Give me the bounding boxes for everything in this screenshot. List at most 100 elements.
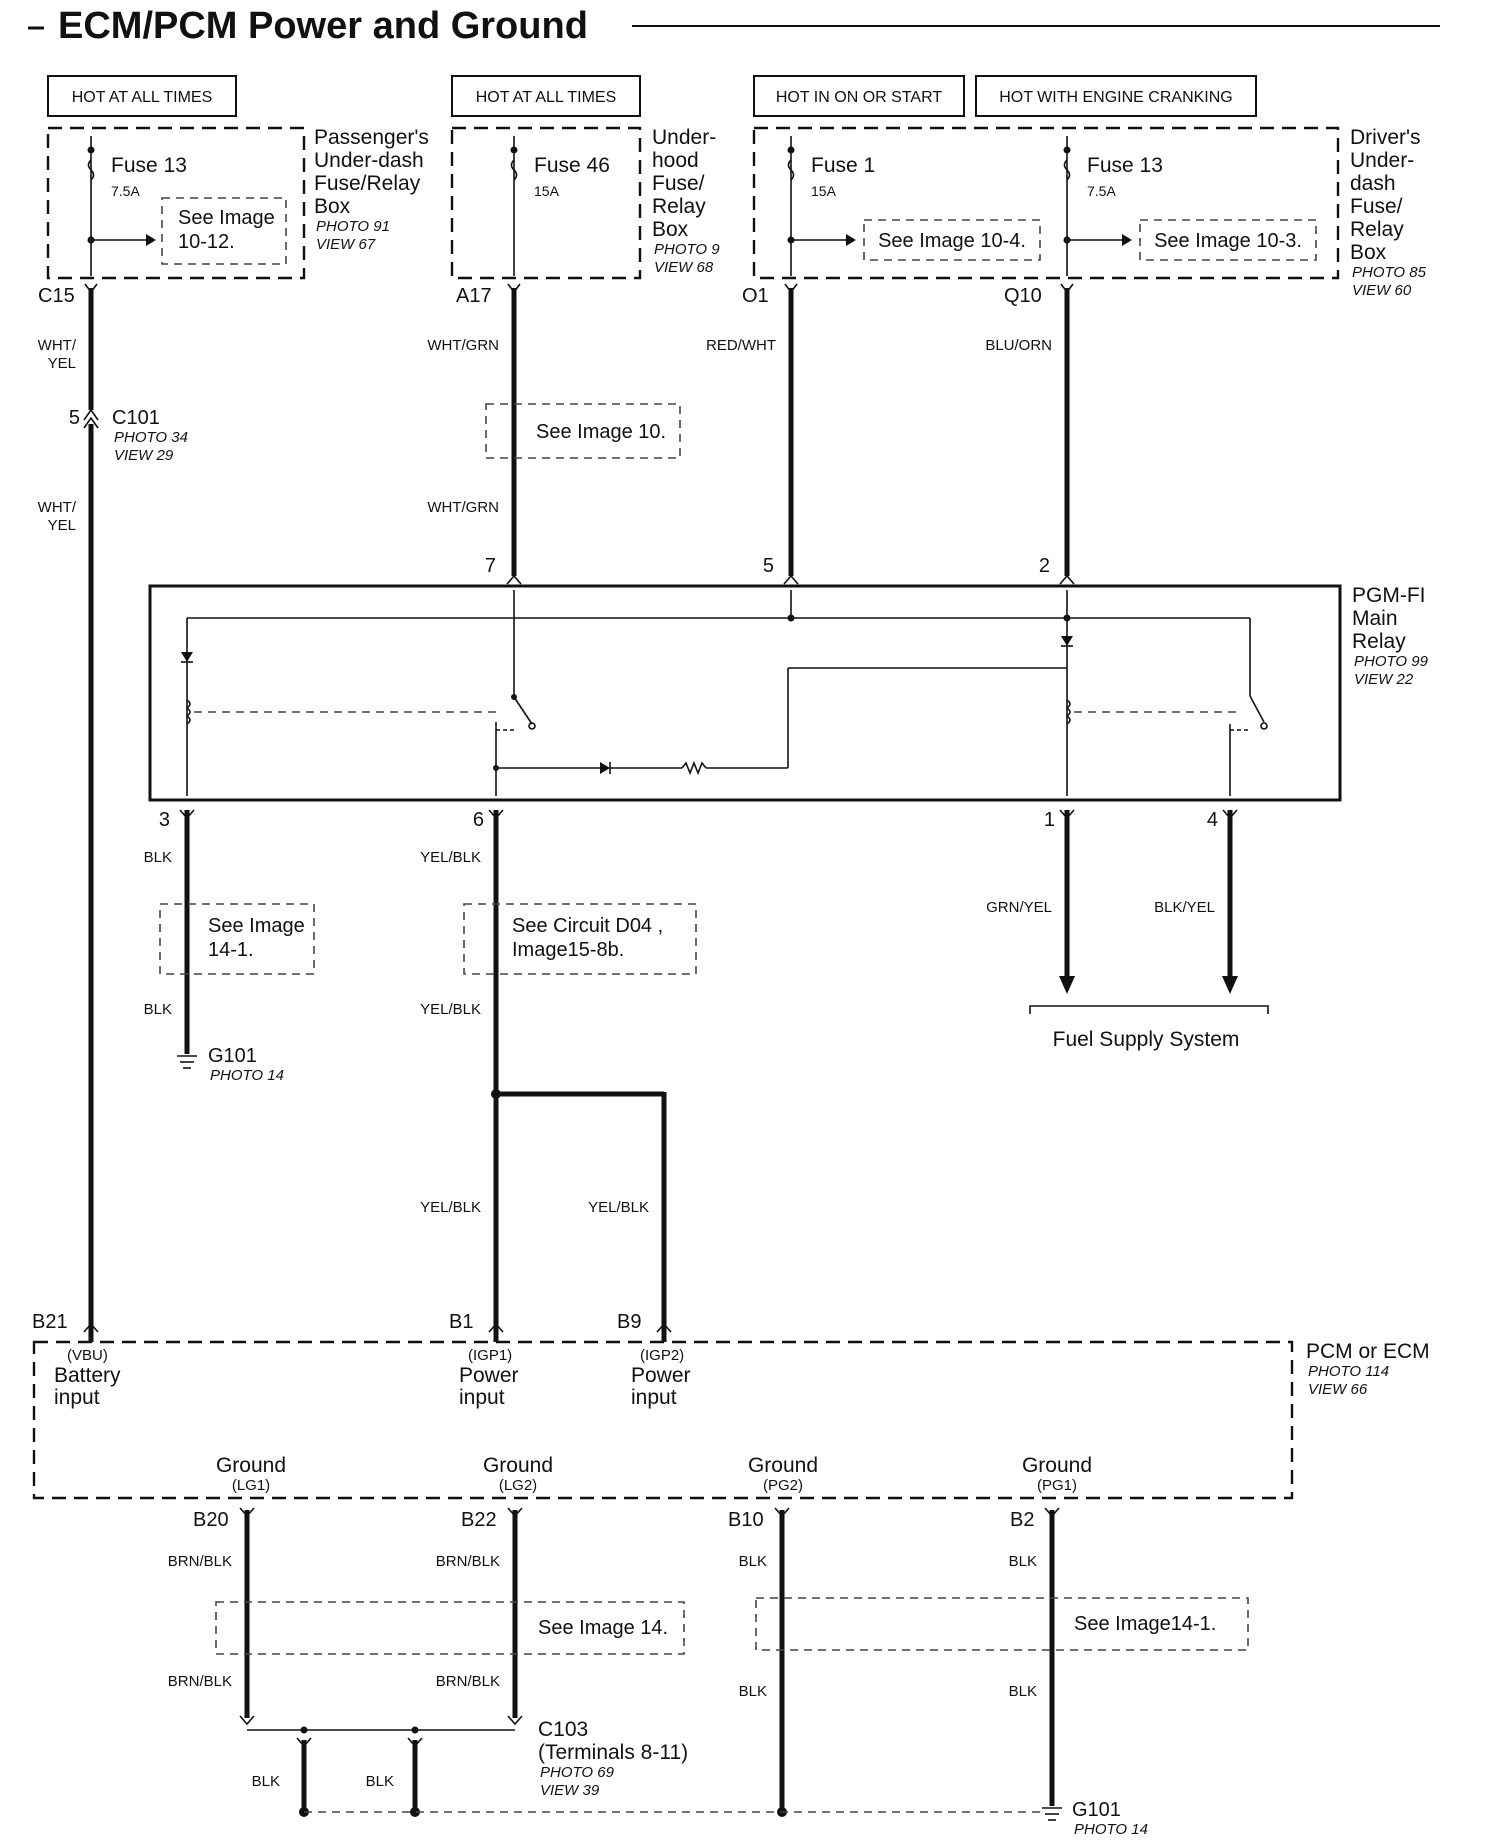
- pcm-igp2-code: (IGP2): [640, 1347, 684, 1364]
- hot-label-box-2: [451, 75, 641, 117]
- pcm-igp2-label-2: input: [631, 1386, 677, 1409]
- wire-label-b9: YEL/BLK: [588, 1199, 649, 1216]
- g101-upper-photo: PHOTO 14: [210, 1067, 284, 1084]
- see-image-10: See Image 10.: [536, 421, 666, 443]
- lower-ground-wires: [239, 1507, 1062, 1821]
- passenger-fuse-amp: 7.5A: [111, 183, 140, 199]
- relay-pin-5: 5: [763, 555, 774, 577]
- hot-label-4: HOT WITH ENGINE CRANKING: [999, 89, 1233, 106]
- hot-label-3: HOT IN ON OR START: [776, 89, 942, 106]
- pcm-pg1-code: (PG1): [1037, 1477, 1077, 1494]
- pcm-terminal-b20: B20: [193, 1509, 229, 1531]
- see-image-14-1-upper-line1: See Image: [208, 915, 305, 937]
- see-image-10-box: [485, 403, 681, 459]
- passenger-box-name-2: Under-dash: [314, 149, 424, 172]
- wire-label-pin6-b: YEL/BLK: [420, 1001, 481, 1018]
- passenger-box-name-1: Passenger's: [314, 126, 429, 149]
- hot-label-1: HOT AT ALL TIMES: [72, 89, 213, 106]
- driver-fuse-box: [752, 126, 1340, 280]
- underhood-box-name-3: Fuse/: [652, 172, 705, 195]
- passenger-see-image-2: 10-12.: [178, 231, 235, 253]
- pcm-vbu-code: (VBU): [67, 1347, 108, 1364]
- wire-label-c15-a-1: WHT/: [38, 337, 77, 354]
- driver-fuse-1-name: Fuse 1: [811, 154, 875, 177]
- see-circuit-d04-box: [463, 903, 697, 975]
- terminal-a17: A17: [456, 285, 492, 307]
- passenger-fuse-box: [46, 126, 306, 280]
- c103-name: C103: [538, 1718, 588, 1741]
- wire-label-b10-a: BLK: [739, 1553, 767, 1570]
- upper-wires: [83, 283, 1075, 1316]
- passenger-box-photo: PHOTO 91: [316, 218, 390, 235]
- wire-label-b2-a: BLK: [1009, 1553, 1037, 1570]
- pcm-igp1-code: (IGP1): [468, 1347, 512, 1364]
- relay-view: VIEW 22: [1354, 671, 1414, 688]
- pcm-terminal-b21: B21: [32, 1311, 68, 1333]
- pcm-ecm-box: [32, 1316, 1294, 1500]
- driver-box-name-6: Box: [1350, 241, 1387, 264]
- pcm-pg2-code: (PG2): [763, 1477, 803, 1494]
- relay-pin-2: 2: [1039, 555, 1050, 577]
- terminal-o1: O1: [742, 285, 769, 307]
- wire-label-a17-b: WHT/GRN: [427, 499, 499, 516]
- pcm-terminal-b1: B1: [449, 1311, 473, 1333]
- pcm-lg2-label: Ground: [483, 1454, 553, 1477]
- wire-label-pin3-b: BLK: [144, 1001, 172, 1018]
- pcm-name: PCM or ECM: [1306, 1340, 1430, 1363]
- underhood-fuse-name: Fuse 46: [534, 154, 610, 177]
- passenger-box-name-4: Box: [314, 195, 351, 218]
- page-title: ECM/PCM Power and Ground: [58, 5, 588, 47]
- passenger-fuse-name: Fuse 13: [111, 154, 187, 177]
- see-image-14-1-lower: See Image14-1.: [1074, 1613, 1216, 1635]
- c103-photo: PHOTO 69: [540, 1764, 615, 1781]
- wire-label-b20-b: BRN/BLK: [168, 1673, 232, 1690]
- middle-wires: [177, 809, 1269, 1316]
- pcm-pg1-label: Ground: [1022, 1454, 1092, 1477]
- hot-label-box-3: [753, 75, 965, 117]
- see-image-14-box: [215, 1601, 685, 1655]
- relay-name-3: Relay: [1352, 630, 1406, 653]
- terminal-c15: C15: [38, 285, 75, 307]
- g101-lower-name: G101: [1072, 1799, 1121, 1821]
- wire-label-pin1: GRN/YEL: [986, 899, 1052, 916]
- wire-label-pin3-a: BLK: [144, 849, 172, 866]
- wire-label-c15-a-2: YEL: [48, 355, 76, 372]
- relay-pin-6: 6: [473, 809, 484, 831]
- pgm-fi-main-relay: [148, 584, 1342, 802]
- see-image-14-1-lower-box: [755, 1597, 1249, 1651]
- pcm-terminal-b9: B9: [617, 1311, 641, 1333]
- wire-label-b22-b: BRN/BLK: [436, 1673, 500, 1690]
- relay-name-2: Main: [1352, 607, 1398, 630]
- driver-box-view: VIEW 60: [1352, 282, 1412, 299]
- c103-view: VIEW 39: [540, 1782, 600, 1799]
- wire-label-o1: RED/WHT: [706, 337, 776, 354]
- pcm-terminal-b22: B22: [461, 1509, 497, 1531]
- relay-name-1: PGM-FI: [1352, 584, 1426, 607]
- passenger-box-name-3: Fuse/Relay: [314, 172, 421, 195]
- pcm-view: VIEW 66: [1308, 1381, 1368, 1398]
- wire-label-pin4: BLK/YEL: [1154, 899, 1215, 916]
- wire-label-b1: YEL/BLK: [420, 1199, 481, 1216]
- wire-label-c15-b-2: YEL: [48, 517, 76, 534]
- wire-label-c15-b-1: WHT/: [38, 499, 77, 516]
- pcm-vbu-label-1: Battery: [54, 1364, 121, 1387]
- driver-fuse-1-see: See Image 10-4.: [878, 230, 1026, 252]
- see-image-14-1-upper-line2: 14-1.: [208, 939, 254, 961]
- pcm-terminal-b10: B10: [728, 1509, 764, 1531]
- g101-upper-name: G101: [208, 1045, 257, 1067]
- underhood-fuse-box: [450, 126, 642, 280]
- passenger-see-image-1: See Image: [178, 207, 275, 229]
- relay-pin-4: 4: [1207, 809, 1218, 831]
- c101-view: VIEW 29: [114, 447, 174, 464]
- hot-label-2: HOT AT ALL TIMES: [476, 89, 617, 106]
- pcm-lg1-label: Ground: [216, 1454, 286, 1477]
- relay-photo: PHOTO 99: [1354, 653, 1429, 670]
- g101-lower-photo: PHOTO 14: [1074, 1821, 1148, 1838]
- underhood-box-name-5: Box: [652, 218, 689, 241]
- c101-pin: 5: [69, 407, 80, 429]
- pcm-pg2-label: Ground: [748, 1454, 818, 1477]
- driver-fuse-13-amp: 7.5A: [1087, 183, 1116, 199]
- underhood-box-photo: PHOTO 9: [654, 241, 720, 258]
- relay-pin-7: 7: [485, 555, 496, 577]
- pcm-lg2-code: (LG2): [499, 1477, 537, 1494]
